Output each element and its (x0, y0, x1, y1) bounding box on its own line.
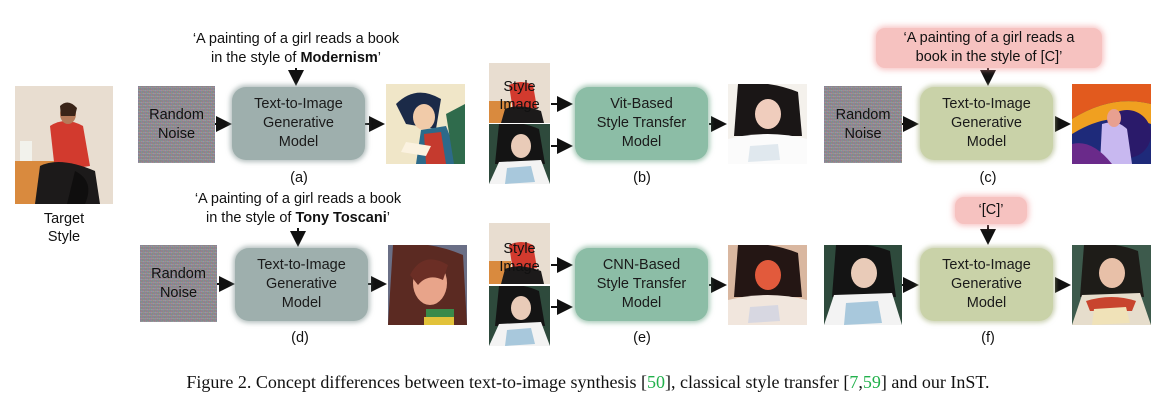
target-style-painting (15, 86, 113, 204)
panel-a-prompt-line1: ‘A painting of a girl reads a book (192, 31, 400, 47)
target-line2: Style (47, 229, 81, 245)
panel-f-prompt: ‘[C]’ (955, 197, 1027, 224)
target-line1: Target (43, 211, 85, 227)
panel-e-content-image (489, 286, 550, 346)
panel-d-label: (d) (291, 330, 309, 346)
target-style-label: Target Style (15, 210, 113, 246)
panel-a-style-name: Modernism (300, 50, 378, 66)
panel-d-style-name: Tony Toscani (295, 210, 387, 226)
panel-d-prompt: ‘A painting of a girl reads a book in th… (172, 190, 424, 228)
panel-a-output-image (386, 84, 465, 164)
panel-a-prompt-line2: in the style of Modernism’ (210, 50, 382, 66)
panel-e-style-image (489, 223, 550, 284)
panel-f-content-image (824, 245, 902, 325)
panel-d-prompt-line1: ‘A painting of a girl reads a book (194, 191, 402, 207)
citation-7[interactable]: 7 (849, 372, 859, 392)
citation-50[interactable]: 50 (646, 372, 665, 392)
panel-b-content-image (489, 124, 550, 184)
panel-c-output-image (1072, 84, 1151, 164)
panel-d-output-image (388, 245, 467, 325)
panel-c-label: (c) (979, 170, 997, 186)
panel-b-label: (b) (633, 170, 651, 186)
figure-caption: Figure 2. Concept differences between te… (186, 372, 990, 392)
panel-e-output-image (728, 245, 807, 325)
panel-a-prompt: ‘A painting of a girl reads a book in th… (170, 30, 422, 68)
panel-b-style-image (489, 63, 550, 123)
panel-f-label: (f) (981, 330, 995, 346)
panel-e-label: (e) (633, 330, 651, 346)
panel-d-prompt-line2: in the style of Tony Toscani’ (205, 210, 390, 226)
panel-a-label: (a) (290, 170, 308, 186)
panel-f-output-image (1072, 245, 1151, 325)
citation-59[interactable]: 59 (862, 372, 881, 392)
panel-b-output-image (728, 84, 807, 164)
